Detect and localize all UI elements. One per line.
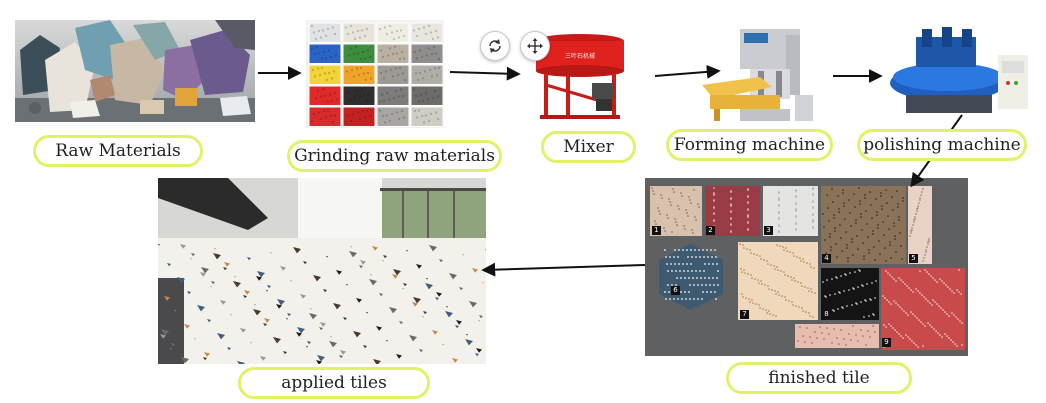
tile-number-8: 8	[822, 310, 831, 319]
move-icon[interactable]	[520, 31, 550, 61]
rotate-icon[interactable]	[480, 31, 510, 61]
label-grinding: Grinding raw materials	[287, 140, 502, 172]
tile-number-4: 4	[822, 254, 831, 263]
applied-tiles-photo	[158, 178, 486, 364]
forming-machine-photo	[700, 25, 818, 125]
label-finished: finished tile	[726, 362, 912, 394]
tile-number-1: 1	[652, 226, 661, 235]
tile-number-7: 7	[740, 310, 749, 319]
arrow-finished-to-applied	[481, 262, 646, 277]
label-applied: applied tiles	[238, 367, 430, 399]
tile-number-9: 9	[882, 338, 891, 347]
grinding-photo	[306, 20, 444, 128]
label-polishing: polishing machine	[857, 129, 1027, 161]
finished-tile-photo: 1 2 3 4 5 6 7 8 9	[645, 178, 968, 356]
raw-materials-photo	[15, 20, 255, 122]
tile-number-6: 6	[671, 286, 680, 295]
tile-number-2: 2	[706, 226, 715, 235]
label-raw-materials: Raw Materials	[33, 135, 203, 167]
arrow-grinding-to-mixer	[449, 66, 521, 81]
label-mixer: Mixer	[541, 131, 636, 163]
tile-number-3: 3	[764, 226, 773, 235]
label-forming: Forming machine	[666, 129, 833, 161]
tile-number-5: 5	[909, 254, 918, 263]
mixer-brand-text: 三叶石机械	[565, 52, 595, 60]
polishing-machine-photo	[886, 25, 1036, 120]
